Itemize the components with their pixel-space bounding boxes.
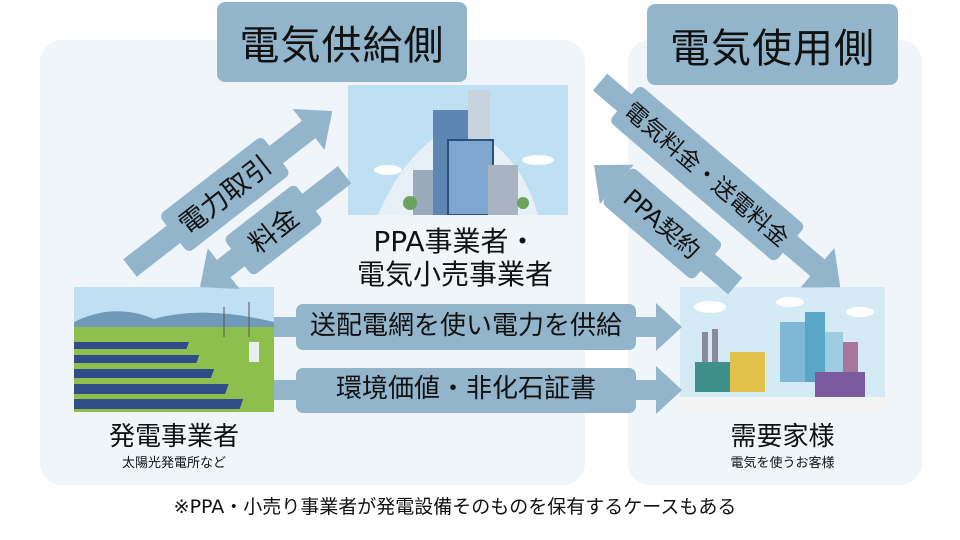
solar-farm-image	[74, 287, 274, 412]
consumer-city-image	[680, 287, 885, 412]
retailer-label-line1: PPA事業者・	[373, 225, 537, 258]
footnote: ※PPA・小売り事業者が発電設備そのものを保有するケースもある	[173, 496, 737, 518]
certificate-label: 環境価値・非化石証書	[335, 374, 596, 404]
retailer-label: PPA事業者・ 電気小売事業者	[320, 225, 590, 291]
consumer-sub: 電気を使うお客様	[730, 456, 835, 471]
generator-name: 発電事業者	[108, 422, 239, 452]
demand-side-header: 電気使用側	[647, 4, 898, 85]
grid-supply-label: 送配電網を使い電力を供給	[309, 311, 622, 341]
retailer-building-image	[348, 85, 568, 215]
supply-side-header: 電気供給側	[217, 2, 467, 82]
consumer-name: 需要家様	[730, 422, 835, 452]
generator-sub: 太陽光発電所など	[121, 456, 226, 471]
retailer-label-line2: 電気小売事業者	[356, 258, 553, 291]
